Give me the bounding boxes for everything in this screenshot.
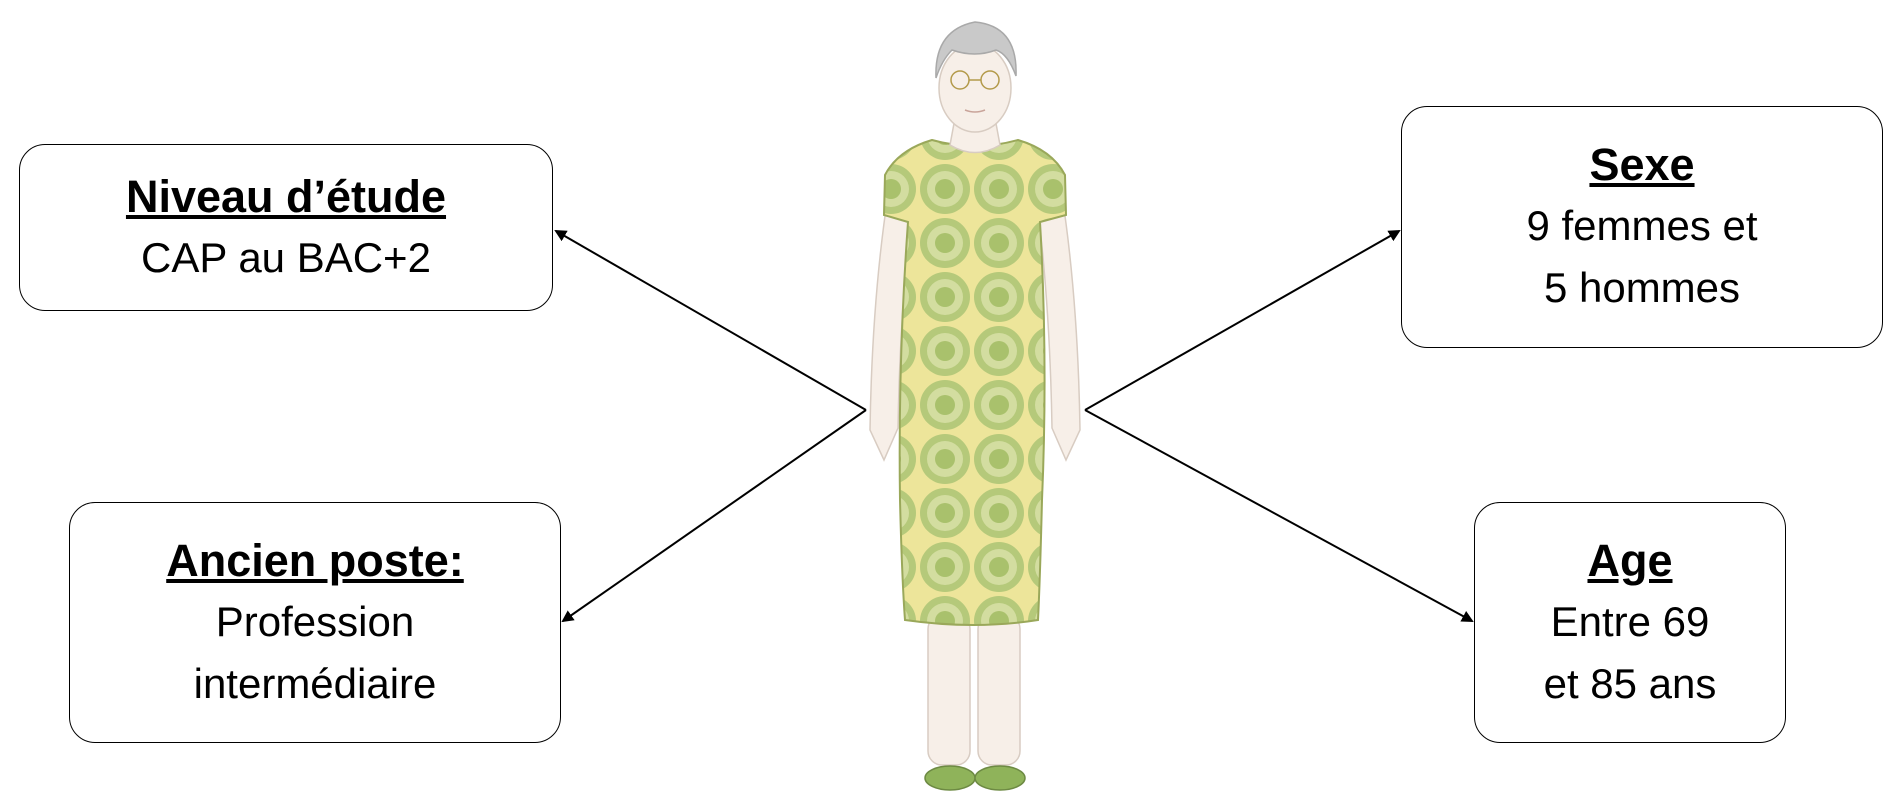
ancien-poste-value-line-1: Profession (215, 597, 415, 645)
niveau-etude-value: CAP au BAC+2 (141, 233, 431, 281)
sexe-value-line-1: 9 femmes et (1526, 202, 1758, 249)
age-value-line-1: Entre 69 (1550, 597, 1710, 645)
arrow-to-niveau (554, 229, 867, 411)
ancien-poste-value-line-2: intermédiaire (193, 659, 437, 707)
sexe-box: Sexe 9 femmes et 5 hommes (1401, 106, 1883, 348)
ancien-poste-title: Ancien poste: (166, 534, 464, 586)
elderly-woman-figure (869, 21, 1081, 791)
age-box: Age Entre 69 et 85 ans (1474, 502, 1786, 743)
arrow-to-ancien (561, 409, 867, 623)
shoe-icon (974, 765, 1026, 791)
niveau-etude-box: Niveau d’étude CAP au BAC+2 (19, 144, 553, 311)
ancien-poste-box: Ancien poste: Profession intermédiaire (69, 502, 561, 743)
arrow-to-age (1084, 409, 1474, 622)
sexe-value-line-2: 5 hommes (1543, 264, 1741, 311)
shoe-icon (924, 765, 976, 791)
arrow-to-sexe (1084, 230, 1401, 411)
age-value-line-2: et 85 ans (1543, 659, 1717, 707)
niveau-etude-title: Niveau d’étude (125, 170, 447, 222)
age-title: Age (1587, 534, 1673, 586)
sexe-title: Sexe (1589, 139, 1695, 190)
